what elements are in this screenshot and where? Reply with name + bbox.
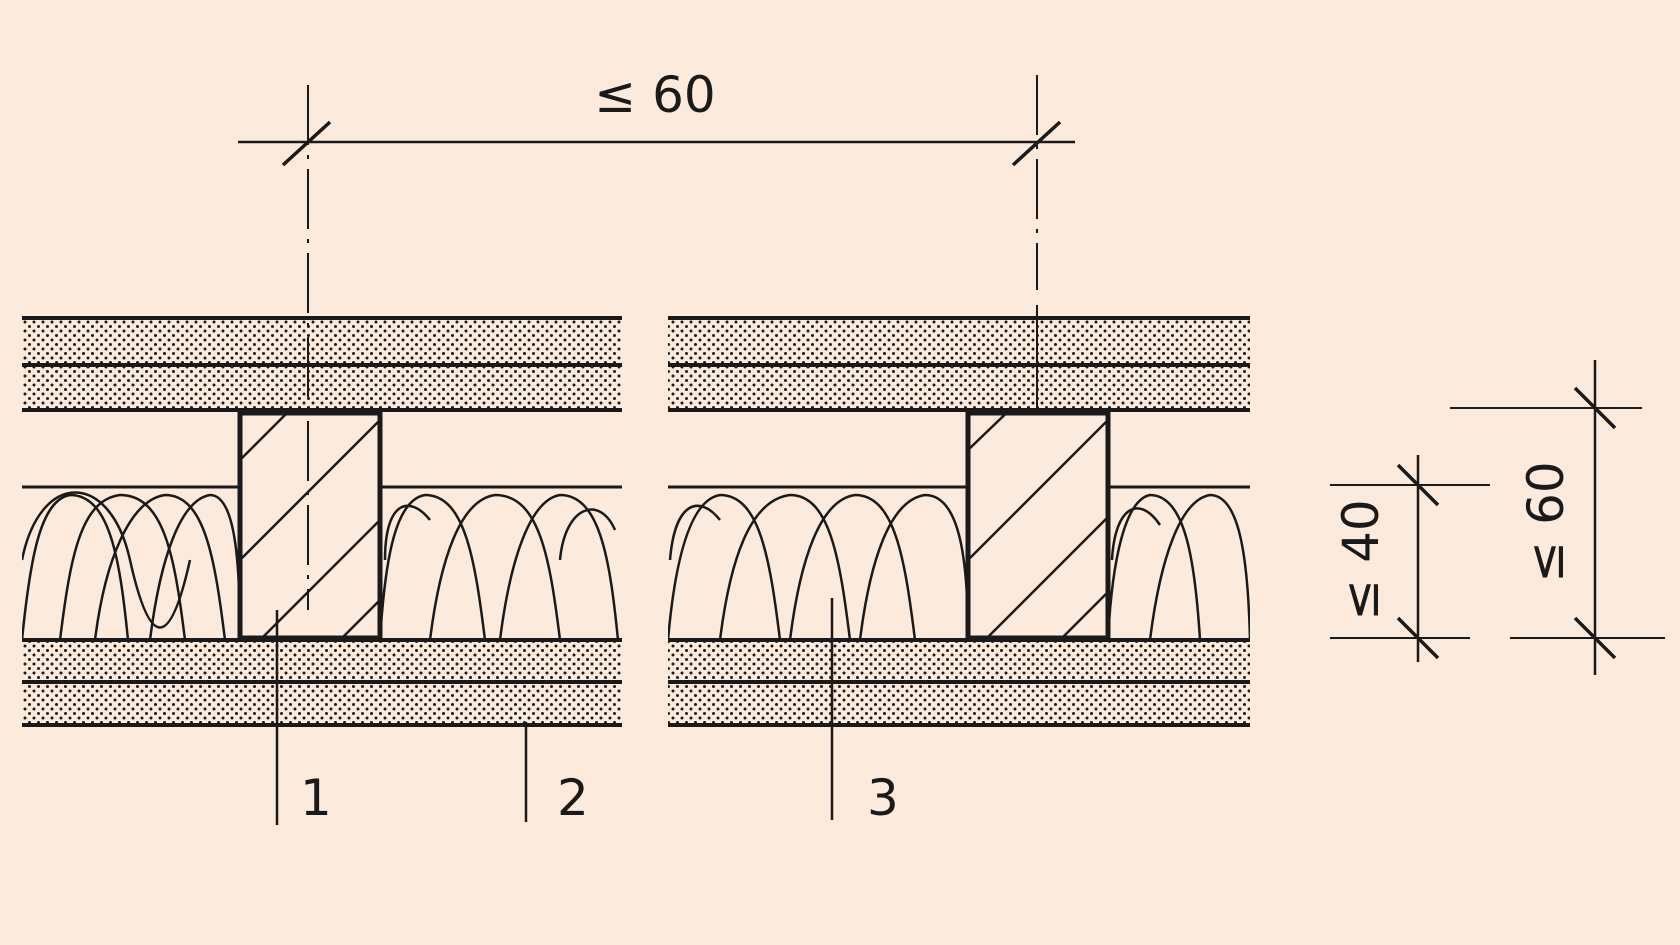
timber-stud-2 (965, 410, 1111, 641)
insulation-thickness-label: ≤ 40 (1332, 499, 1390, 620)
callout-3: 3 (867, 769, 899, 827)
insulation-left (22, 491, 620, 640)
spacing-label: ≤ 60 (594, 66, 715, 124)
callout-1: 1 (300, 769, 332, 827)
stud-depth-label: ≤ 60 (1517, 461, 1575, 582)
spacing-dimension: ≤ 60 (238, 66, 1075, 167)
insulation-dimension: ≤ 40 (1330, 455, 1490, 662)
callouts: 1 2 3 (275, 598, 899, 827)
timber-stud-1 (237, 410, 383, 641)
depth-dimension: ≤ 60 (1450, 360, 1665, 675)
right-wall-section (668, 75, 1250, 727)
insulation-right (668, 493, 1250, 640)
left-wall-section (22, 85, 622, 727)
callout-2: 2 (557, 769, 589, 827)
